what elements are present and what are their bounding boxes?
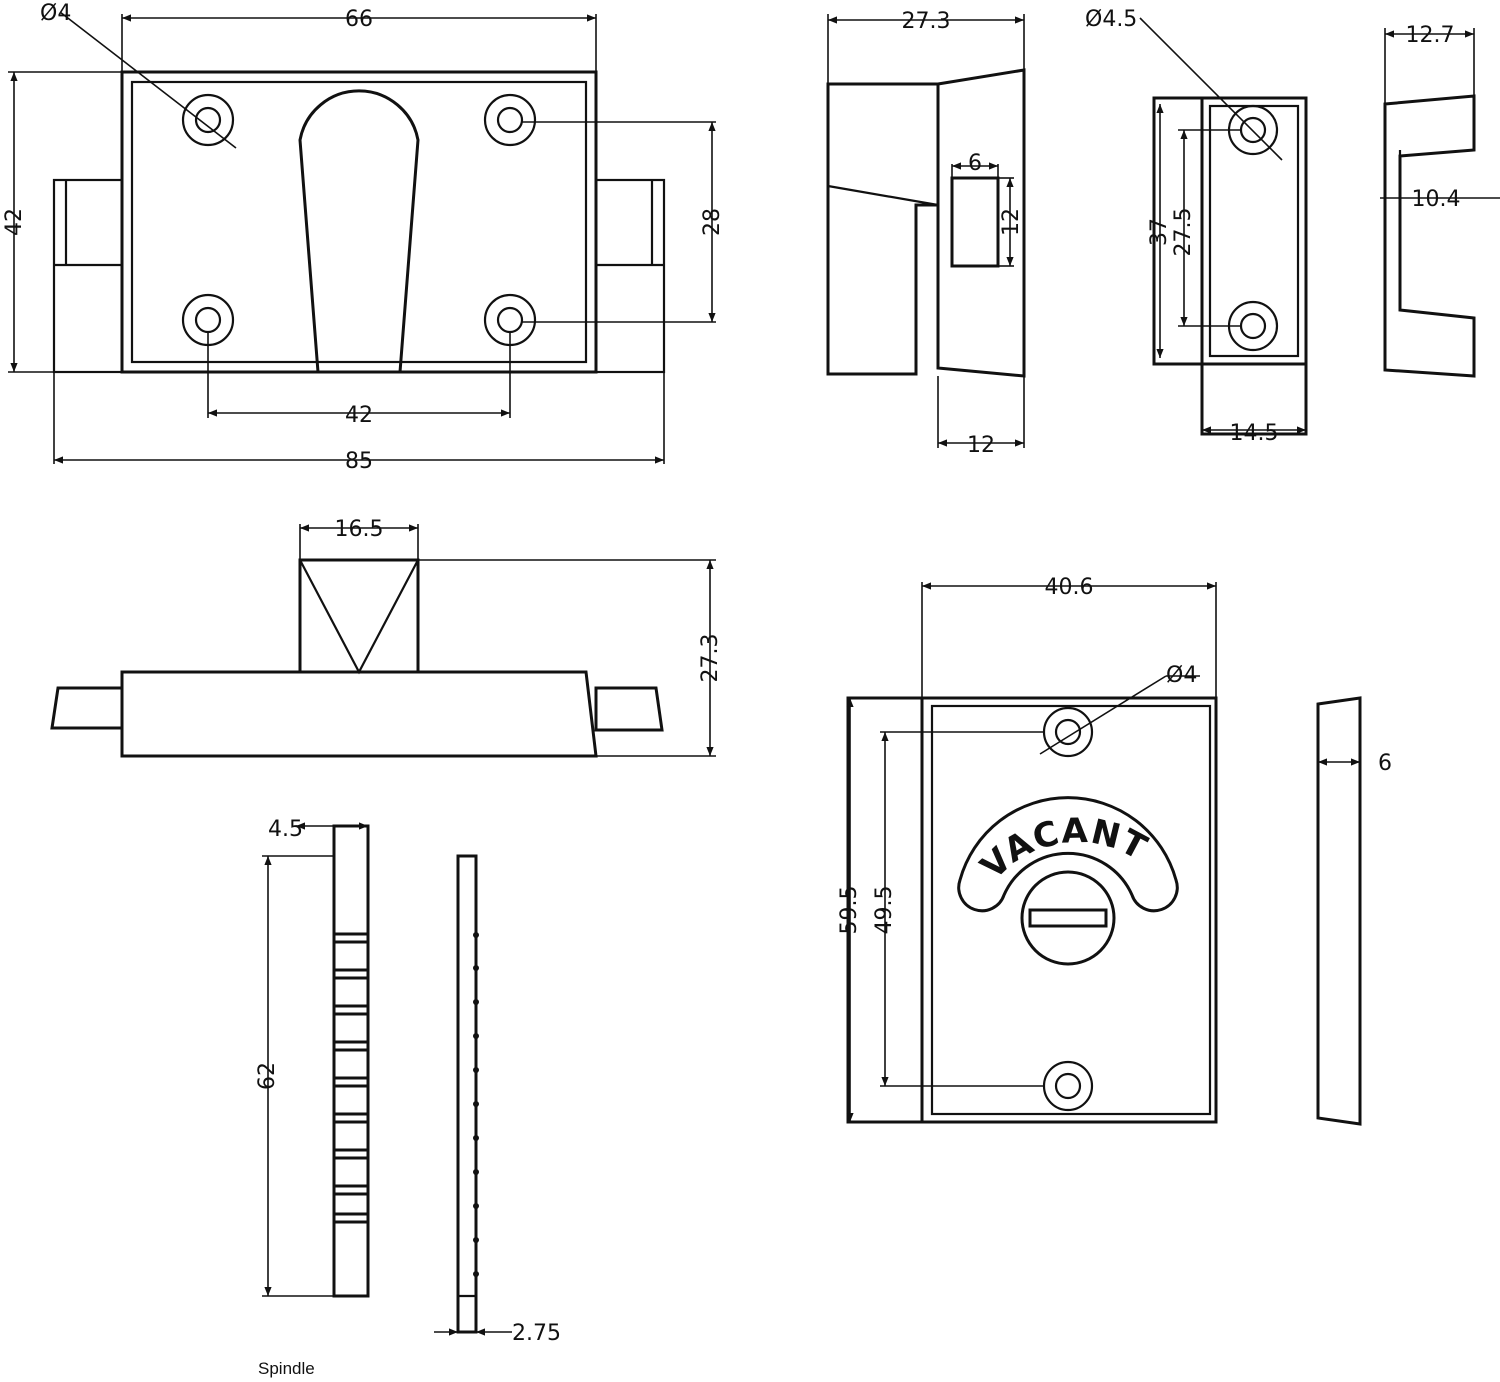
keep-inner xyxy=(1208,104,1300,358)
indicator-outline xyxy=(920,696,1218,1124)
spindle-view: 4.5 62 2.75 Spindle xyxy=(255,817,561,1378)
dim-height: 42 xyxy=(2,208,27,236)
indicator-hole-top xyxy=(1042,706,1094,758)
hole-diameter-leader xyxy=(59,11,237,149)
spindle-side-bar xyxy=(332,824,370,1298)
turn-knob xyxy=(1020,870,1116,966)
spindle-caption: Spindle xyxy=(258,1359,315,1378)
lock-body-front-view: Ø4 66 42 28 42 85 xyxy=(2,1,725,474)
keyhole-slot xyxy=(298,89,420,373)
right-bolt xyxy=(594,178,666,374)
dim-spindle-length: 62 xyxy=(255,1062,280,1090)
vacant-sign-band xyxy=(957,796,1179,913)
side-slot xyxy=(950,176,1000,268)
screw-hole-top-right xyxy=(483,93,537,147)
dim-slot-height: 12 xyxy=(999,208,1024,236)
dim-hole-horizontal-spacing: 42 xyxy=(345,403,373,428)
lock-top-view: 16.5 27.3 xyxy=(50,517,723,758)
dim-top-height: 27.3 xyxy=(698,634,723,683)
knob-housing xyxy=(298,558,420,674)
keep-outline xyxy=(1200,96,1308,436)
vacant-sign-text: VACANT xyxy=(973,811,1154,887)
dim-spindle-thickness: 2.75 xyxy=(512,1321,561,1346)
dim-hole-vertical-spacing: 28 xyxy=(700,208,725,236)
dim-keep-hole-diameter: Ø4.5 xyxy=(1085,7,1137,32)
dim-depth: 27.3 xyxy=(902,9,951,34)
dim-keep-width: 14.5 xyxy=(1230,421,1279,446)
dim-knob-width: 16.5 xyxy=(335,517,384,542)
keep-side-view: 12.7 10.4 xyxy=(1380,23,1500,378)
dim-width: 66 xyxy=(345,7,373,32)
left-bolt xyxy=(52,178,124,374)
turn-knob-slot xyxy=(1028,908,1108,928)
keep-front-view: Ø4.5 37 27.5 14.5 xyxy=(1085,7,1308,446)
body-inner-outline xyxy=(130,80,588,364)
dim-indicator-height: 59.5 xyxy=(837,886,862,935)
dim-hole-diameter: Ø4 xyxy=(40,1,71,26)
dim-indicator-width: 40.6 xyxy=(1045,575,1094,600)
spindle-edge-bumps xyxy=(473,932,479,1277)
dim-plate-thickness: 12 xyxy=(967,433,995,458)
dim-keep-depth: 12.7 xyxy=(1406,23,1455,48)
indicator-side-view: 6 xyxy=(1316,696,1392,1126)
lock-body-side-view: 27.3 6 12 12 xyxy=(826,9,1026,458)
body-outline xyxy=(120,70,598,374)
dim-slot-width: 6 xyxy=(968,151,982,176)
dim-keep-height: 37 xyxy=(1147,218,1172,246)
dim-spindle-width: 4.5 xyxy=(268,817,303,842)
screw-hole-top-left xyxy=(181,93,235,147)
spindle-edge-bar xyxy=(456,854,478,1334)
dim-indicator-hole-spacing: 49.5 xyxy=(872,886,897,935)
dim-indicator-thickness: 6 xyxy=(1378,751,1392,776)
dim-overall-width: 85 xyxy=(345,449,373,474)
indicator-inner xyxy=(930,704,1212,1116)
dim-keep-hole-spacing: 27.5 xyxy=(1171,208,1196,257)
spindle-notches xyxy=(334,932,368,1224)
dim-keep-inner: 10.4 xyxy=(1412,187,1461,212)
indicator-hole-bottom xyxy=(1042,1060,1094,1112)
dim-indicator-hole-diameter: Ø4 xyxy=(1166,663,1197,688)
indicator-front-view: VACANT 40.6 Ø4 59.5 49.5 xyxy=(837,575,1218,1124)
